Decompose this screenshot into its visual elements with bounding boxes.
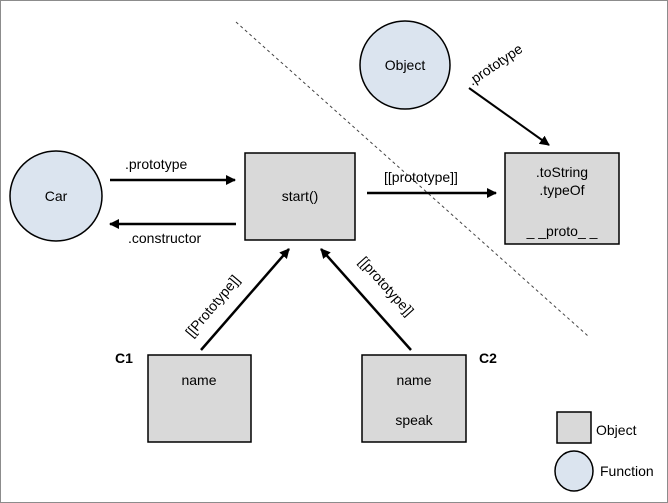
object-function-circle xyxy=(359,20,451,110)
car-constructor-edge-label: .constructor xyxy=(128,230,201,246)
start-proto-edge-label: [[prototype]] xyxy=(384,169,458,185)
car-prototype-edge: .prototype xyxy=(110,156,236,185)
car-prototype-edge-label: .prototype xyxy=(125,156,187,172)
car-function-circle xyxy=(9,150,103,242)
c1-proto-edge-label: [[Prototype]] xyxy=(182,272,243,340)
c1-box xyxy=(147,354,252,443)
legend-function-label: Function xyxy=(600,463,654,479)
car-constructor-edge: .constructor xyxy=(109,219,236,246)
c2-instance-node: name speak C2 xyxy=(361,350,497,443)
legend-object-label: Object xyxy=(596,422,637,438)
c2-box xyxy=(361,354,467,443)
c1-proto-arrow xyxy=(200,248,290,351)
object-function-label: Object xyxy=(385,57,426,73)
c1-name-label: name xyxy=(181,372,216,388)
c2-proto-edge: [[prototype]] xyxy=(320,248,417,351)
object-prototype-node: .toString .typeOf _ _proto_ _ xyxy=(504,152,620,245)
object-prototype-proto: _ _proto_ _ xyxy=(526,223,598,239)
c2-proto-arrow xyxy=(320,248,412,351)
car-prototype-box xyxy=(244,152,356,241)
c2-name-label: name xyxy=(396,372,431,388)
legend-function-swatch xyxy=(554,450,594,492)
object-prototype-box xyxy=(504,152,620,245)
car-function-label: Car xyxy=(45,188,68,204)
object-prototype-typeof: .typeOf xyxy=(539,182,584,198)
object-prototype-edge: .prototype xyxy=(465,40,550,146)
car-prototype-label: start() xyxy=(282,188,319,204)
c2-tag: C2 xyxy=(479,350,497,366)
c1-instance-node: C1 name xyxy=(115,350,252,443)
start-proto-edge: [[prototype]] xyxy=(367,169,497,198)
object-prototype-edge-label: .prototype xyxy=(465,40,526,88)
object-prototype-arrow xyxy=(468,87,550,146)
object-prototype-tostring: .toString xyxy=(536,164,588,180)
legend-object-swatch xyxy=(556,411,592,444)
legend: Object Function xyxy=(554,411,654,492)
car-prototype-node: start() xyxy=(244,152,356,241)
c1-tag: C1 xyxy=(115,350,133,366)
dashed-divider xyxy=(235,21,589,337)
object-function-node: Object xyxy=(359,20,451,110)
c2-proto-edge-label: [[prototype]] xyxy=(356,253,417,319)
c1-proto-edge: [[Prototype]] xyxy=(182,248,290,351)
c2-speak-label: speak xyxy=(395,412,433,428)
car-function-node: Car xyxy=(9,150,103,242)
